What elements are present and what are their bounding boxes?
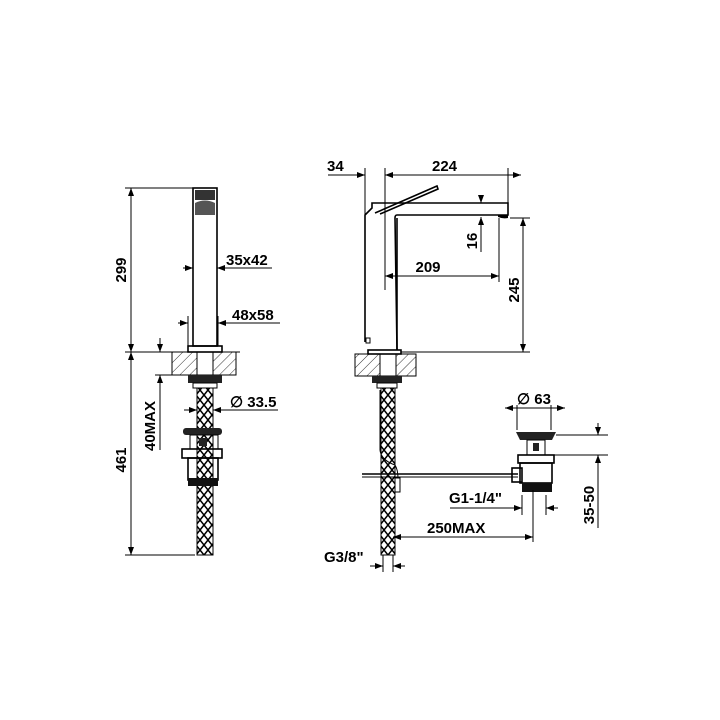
dim-g1-1-4: G1-1/4": [449, 490, 502, 507]
dimension-lines-front: [328, 168, 608, 572]
dim-299: 299: [113, 257, 130, 282]
dim-63: ∅ 63: [517, 391, 551, 408]
dim-245: 245: [506, 277, 523, 302]
popup-waste-side: [181, 428, 223, 486]
dim-33-5: ∅ 33.5: [230, 394, 276, 411]
popup-waste-front: [511, 432, 556, 492]
dim-g3-8: G3/8": [324, 549, 364, 566]
countertop-front: [354, 353, 417, 377]
dim-224: 224: [432, 158, 458, 175]
mounting-nut: [188, 375, 222, 383]
popup-rod-clip: [394, 477, 401, 493]
lever-handle: [374, 184, 439, 215]
dim-34: 34: [327, 158, 344, 175]
dim-35-50: 35-50: [581, 486, 598, 524]
dim-461: 461: [113, 447, 130, 472]
dim-209: 209: [415, 259, 440, 276]
dimension-lines-side: [125, 187, 280, 556]
dim-48x58: 48x58: [232, 307, 274, 324]
dim-16: 16: [464, 233, 481, 250]
dim-250max: 250MAX: [427, 520, 485, 537]
dim-40max: 40MAX: [142, 401, 159, 451]
side-view: 299 461 40MAX 35x42 48x58 ∅ 33.5: [113, 187, 280, 556]
dim-35x42: 35x42: [226, 252, 268, 269]
braided-hose-front: [380, 387, 396, 556]
braided-hose: [196, 387, 214, 556]
countertop-side: [171, 351, 237, 376]
faucet-body-side: [187, 187, 223, 353]
front-view: 34 224 16 209 245 ∅ 63 35-50 G1-1/4" 250…: [324, 158, 608, 572]
